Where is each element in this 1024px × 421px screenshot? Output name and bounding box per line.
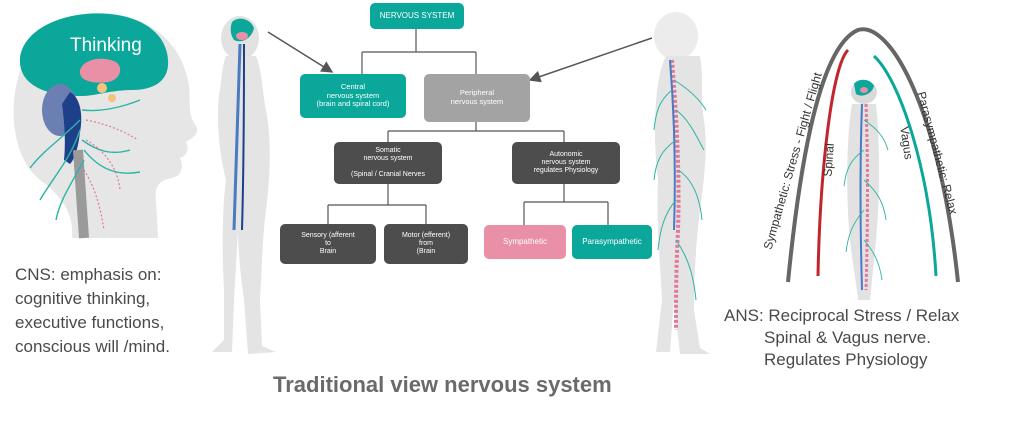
cns-caption-line: conscious will /mind. (15, 337, 170, 356)
left-body-figure (212, 16, 276, 354)
cns-caption-line: executive functions, (15, 313, 165, 332)
box-central-nervous-system: Central nervous system (brain and spiral… (300, 74, 406, 118)
box-autonomic-nervous-system: Autonomic nervous system regulates Physi… (512, 142, 620, 184)
sympathetic-arch (786, 27, 960, 283)
box-somatic-nervous-system: Somatic nervous system (Spinal / Cranial… (334, 142, 442, 184)
spinal-label: Spinal (820, 142, 837, 178)
ans-caption-line: Regulates Physiology (764, 350, 928, 369)
cns-caption-line: CNS: emphasis on: (15, 265, 162, 284)
head-illustration: Thinking (0, 0, 200, 240)
box-sensory-afferent: Sensory (afferent to Brain (280, 224, 376, 264)
box-sympathetic: Sympathetic (484, 225, 566, 259)
ans-caption-line: Spinal & Vagus nerve. (764, 328, 931, 347)
vagus-arch (872, 54, 938, 277)
ans-caption: ANS: Reciprocal Stress / Relax Spinal & … (724, 305, 1014, 371)
spinal-arch (816, 48, 850, 277)
box-parasympathetic: Parasympathetic (572, 225, 652, 259)
tree-connectors (327, 28, 609, 225)
diagram-title: Traditional view nervous system (273, 372, 612, 397)
head-profile-graphic (13, 13, 198, 239)
cns-caption-line: cognitive thinking, (15, 289, 151, 308)
box-motor-efferent: Motor (efferent) from (Brain (384, 224, 468, 264)
arrow-to-peripheral (528, 37, 653, 83)
thinking-label: Thinking (70, 35, 142, 56)
right-body-figure (653, 12, 710, 354)
ans-body-figure (843, 79, 889, 300)
cns-caption: CNS: emphasis on: cognitive thinking, ex… (15, 263, 170, 359)
arrow-to-central (267, 31, 334, 73)
box-peripheral-nervous-system: Peripheral nervous system (424, 74, 530, 122)
box-nervous-system: NERVOUS SYSTEM (370, 3, 464, 29)
ans-caption-line: ANS: Reciprocal Stress / Relax (724, 306, 960, 325)
